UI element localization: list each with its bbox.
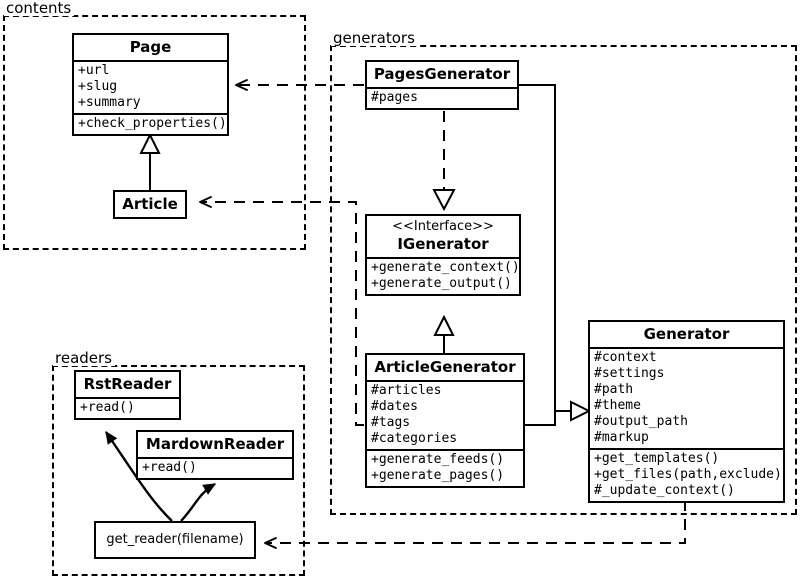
class-mardownreader-name: MardownReader (145, 435, 285, 453)
class-page[interactable]: Page +url +slug +summary +check_properti… (72, 33, 229, 136)
method: +generate_pages() (371, 468, 505, 483)
attribute: #dates (371, 399, 418, 414)
method: +generate_context() (371, 260, 520, 275)
attribute: #categories (371, 431, 458, 446)
attribute: #theme (594, 398, 641, 413)
method: +get_files(path,exclude) (594, 467, 782, 482)
method: +check_properties() (78, 116, 227, 131)
attribute: #pages (371, 90, 418, 105)
class-generator-attributes: #context #settings #path #theme #output_… (590, 347, 783, 448)
class-igenerator-stereotype: <<Interface>> (392, 219, 494, 234)
class-page-methods: +check_properties() (74, 113, 227, 134)
attribute: #markup (594, 430, 649, 445)
attribute: +slug (78, 79, 118, 94)
class-article-name: Article (122, 195, 178, 213)
class-page-name: Page (129, 38, 172, 56)
function-get-reader-label: get_reader(filename) (106, 532, 244, 547)
attribute: #context (594, 350, 657, 365)
attribute: #settings (594, 366, 665, 381)
class-articlegenerator-methods: +generate_feeds() +generate_pages() (367, 449, 523, 486)
class-generator[interactable]: Generator #context #settings #path #them… (588, 320, 785, 503)
class-rstreader[interactable]: RstReader +read() (74, 370, 181, 420)
class-articlegenerator[interactable]: ArticleGenerator #articles #dates #tags … (365, 353, 525, 488)
method: #_update_context() (594, 483, 735, 498)
package-readers (52, 365, 305, 576)
package-contents-label: contents (4, 0, 75, 16)
class-article[interactable]: Article (113, 190, 187, 219)
class-pagesgenerator-attributes: #pages (367, 87, 517, 108)
class-rstreader-name: RstReader (83, 375, 172, 393)
class-page-attributes: +url +slug +summary (74, 60, 227, 113)
attribute: #output_path (594, 414, 688, 429)
package-generators-label: generators (331, 30, 418, 46)
class-igenerator-methods: +generate_context() +generate_output() (367, 257, 520, 294)
attribute: #tags (371, 415, 411, 430)
attribute: #path (594, 382, 634, 397)
class-rstreader-methods: +read() (76, 397, 179, 418)
class-articlegenerator-name: ArticleGenerator (374, 358, 516, 376)
attribute: +url (78, 63, 110, 78)
attribute: #articles (371, 383, 442, 398)
class-mardownreader[interactable]: MardownReader +read() (136, 430, 294, 480)
class-generator-name: Generator (643, 325, 730, 343)
method: +generate_feeds() (371, 452, 505, 467)
class-articlegenerator-attributes: #articles #dates #tags #categories (367, 380, 523, 449)
package-contents (3, 15, 306, 250)
method: +get_templates() (594, 451, 720, 466)
function-get-reader[interactable]: get_reader(filename) (94, 521, 256, 559)
class-igenerator-name: <<Interface>> IGenerator (367, 216, 519, 257)
class-pagesgenerator-name: PagesGenerator (373, 65, 511, 83)
method: +read() (142, 460, 197, 475)
package-readers-label: readers (53, 350, 115, 366)
class-igenerator-title: IGenerator (397, 235, 489, 253)
method: +generate_output() (371, 276, 512, 291)
method: +read() (80, 400, 135, 415)
class-pagesgenerator[interactable]: PagesGenerator #pages (365, 60, 519, 110)
class-generator-methods: +get_templates() +get_files(path,exclude… (590, 448, 783, 501)
attribute: +summary (78, 95, 141, 110)
class-igenerator[interactable]: <<Interface>> IGenerator +generate_conte… (365, 214, 521, 296)
class-mardownreader-methods: +read() (138, 457, 292, 478)
